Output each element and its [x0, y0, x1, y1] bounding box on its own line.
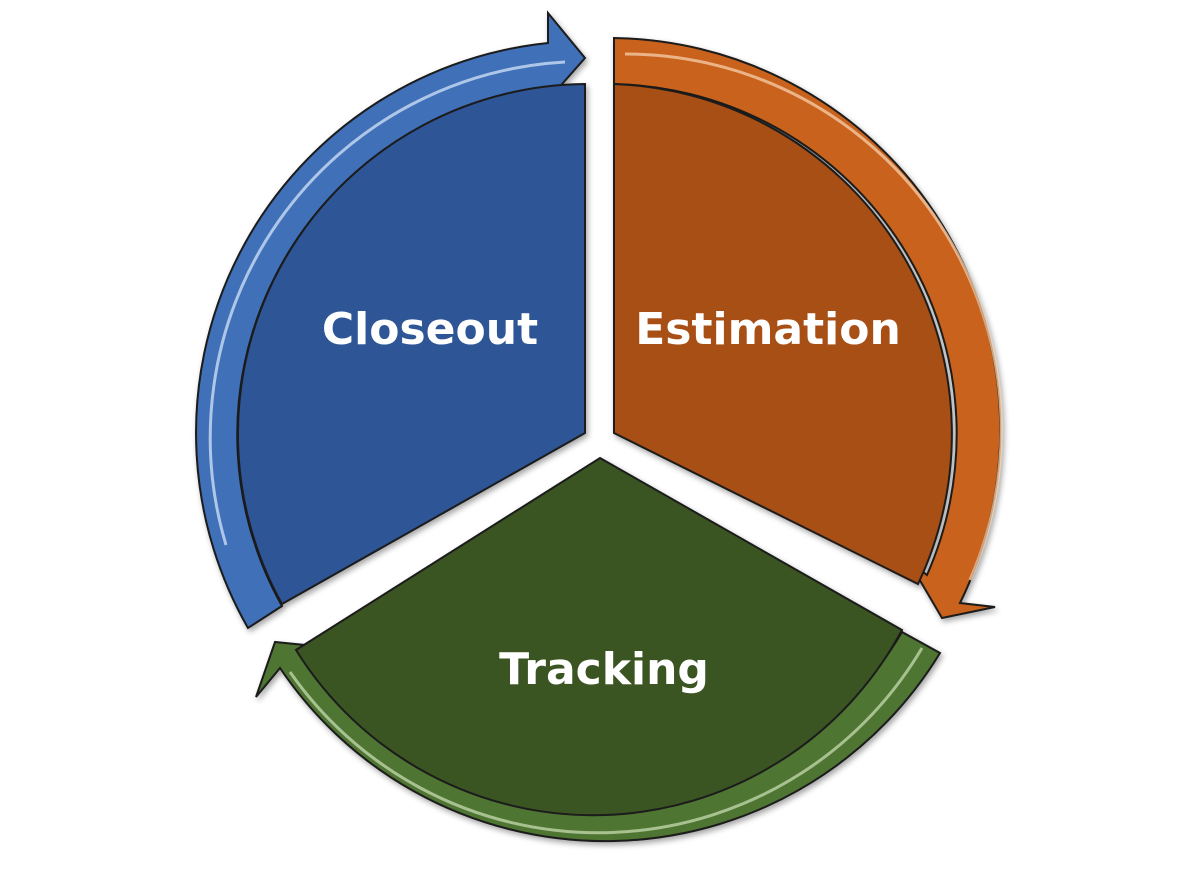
closeout-label: Closeout [322, 304, 538, 355]
estimation-arrow-highlight [624, 52, 1003, 581]
closeout-segment: Closeout [195, 10, 587, 630]
estimation-segment: Estimation [613, 36, 1003, 620]
tracking-wedge [294, 456, 904, 817]
estimation-arrow-band [613, 36, 1002, 620]
closeout-arrow-highlight [208, 60, 566, 546]
tracking-segment: Tracking [255, 456, 942, 843]
estimation-label: Estimation [635, 304, 901, 355]
closeout-wedge [237, 82, 586, 606]
estimation-wedge [613, 82, 953, 586]
tracking-arrow-highlight [288, 647, 924, 835]
tracking-label: Tracking [499, 644, 709, 695]
